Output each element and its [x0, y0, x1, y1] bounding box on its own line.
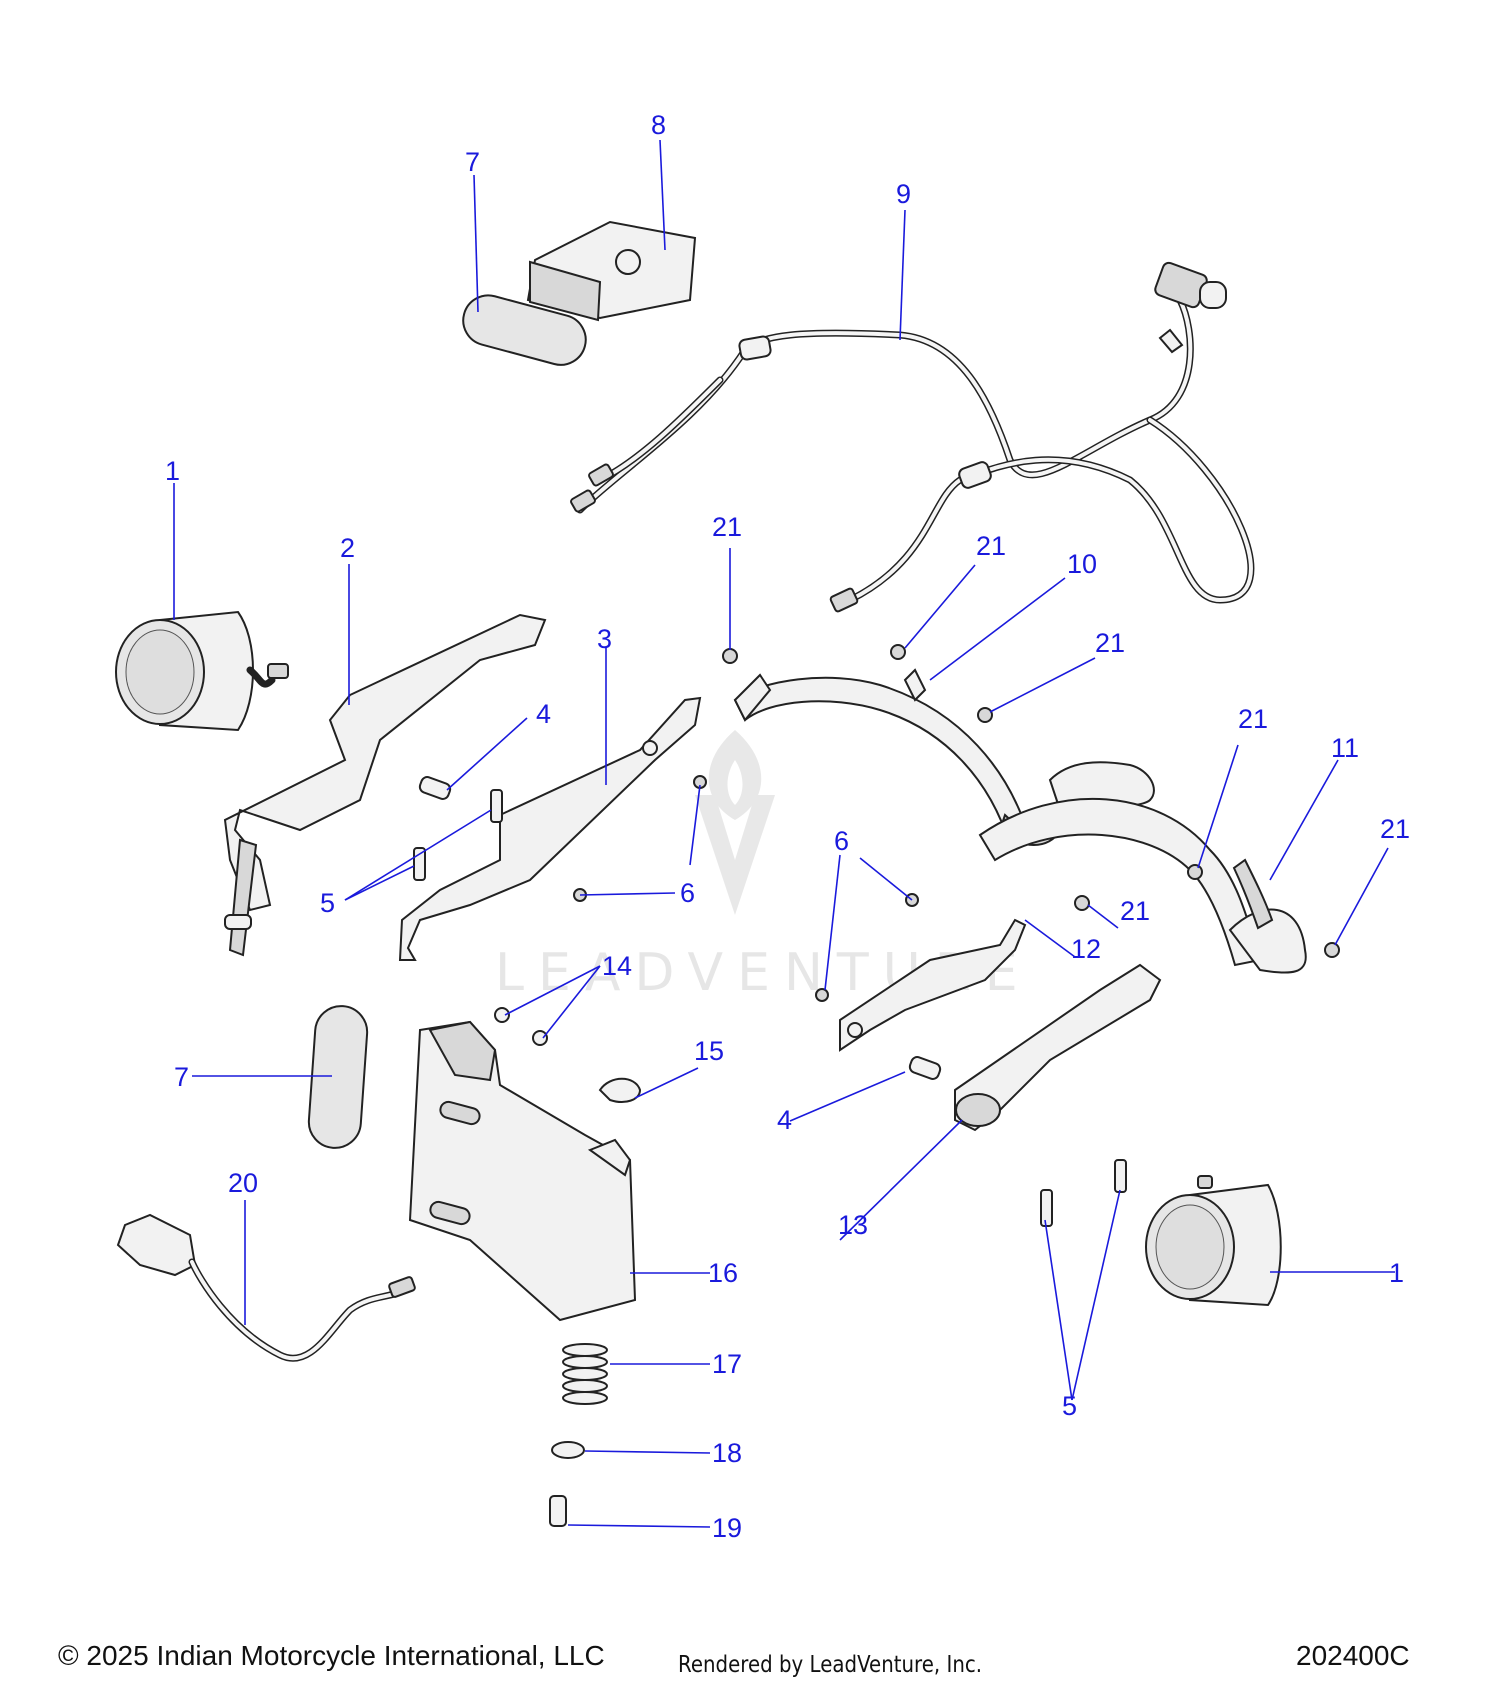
part-1-turn-signal-left [115, 610, 289, 732]
callout-15: 15 [694, 1036, 724, 1066]
callout-21-e: 21 [1120, 896, 1150, 926]
part-19-bolt [549, 1495, 567, 1527]
callout-12: 12 [1071, 934, 1101, 964]
callout-13: 13 [838, 1210, 868, 1240]
part-4-bolts [418, 776, 942, 1080]
rendered-by-text: Rendered by LeadVenture, Inc. [678, 1652, 983, 1678]
part-18-washer [551, 1441, 585, 1459]
callout-21-f: 21 [1380, 814, 1410, 844]
callout-7-left: 7 [174, 1062, 189, 1092]
callout-4-top: 4 [536, 699, 551, 729]
callout-numbers: 1 2 3 4 5 6 7 8 9 10 11 12 13 5 1 7 20 1… [165, 110, 1410, 1543]
part-9-wiring-harness [570, 261, 1255, 613]
callout-21-a: 21 [712, 512, 742, 542]
callout-21-b: 21 [976, 531, 1006, 561]
part-7-lens-left [307, 1005, 369, 1149]
part-12-license-bracket [839, 918, 1027, 1052]
part-14-nuts [494, 1007, 548, 1046]
callout-14: 14 [602, 951, 632, 981]
callout-17: 17 [712, 1349, 742, 1379]
callout-20: 20 [228, 1168, 258, 1198]
diagram-code: 202400C [1296, 1640, 1410, 1671]
part-2-left-support [223, 613, 547, 957]
part-11-fender-cap [978, 761, 1307, 974]
callout-19: 19 [712, 1513, 742, 1543]
callout-21-d: 21 [1238, 704, 1268, 734]
copyright-text: © 2025 Indian Motorcycle International, … [58, 1640, 605, 1671]
callout-6-left: 6 [680, 878, 695, 908]
part-20-license-light [116, 1213, 416, 1362]
part-7-lens-top [462, 294, 587, 366]
callout-5-right: 5 [1062, 1391, 1077, 1421]
callout-6-right: 6 [834, 826, 849, 856]
callout-4-bottom: 4 [777, 1105, 792, 1135]
part-8-bracket [526, 220, 697, 322]
part-21-screws [722, 644, 1340, 958]
callout-1-left: 1 [165, 456, 180, 486]
callout-11: 11 [1331, 733, 1359, 763]
part-15-clip [598, 1077, 642, 1103]
part-1-turn-signal-right [1145, 1175, 1282, 1307]
callout-16: 16 [708, 1258, 738, 1288]
part-13-right-support [954, 963, 1162, 1132]
callout-7-top: 7 [465, 147, 480, 177]
callout-10: 10 [1067, 549, 1097, 579]
part-3-bracket [398, 696, 702, 961]
part-17-spring [562, 1343, 608, 1405]
leader-lines [173, 139, 1395, 1528]
callout-1-right: 1 [1389, 1258, 1404, 1288]
callout-18: 18 [712, 1438, 742, 1468]
callout-5-left: 5 [320, 888, 335, 918]
part-16-plate-mount [408, 1020, 637, 1322]
callout-8: 8 [651, 110, 666, 140]
callout-3: 3 [597, 624, 612, 654]
callout-9: 9 [896, 179, 911, 209]
callout-21-c: 21 [1095, 628, 1125, 658]
callout-2: 2 [340, 533, 355, 563]
